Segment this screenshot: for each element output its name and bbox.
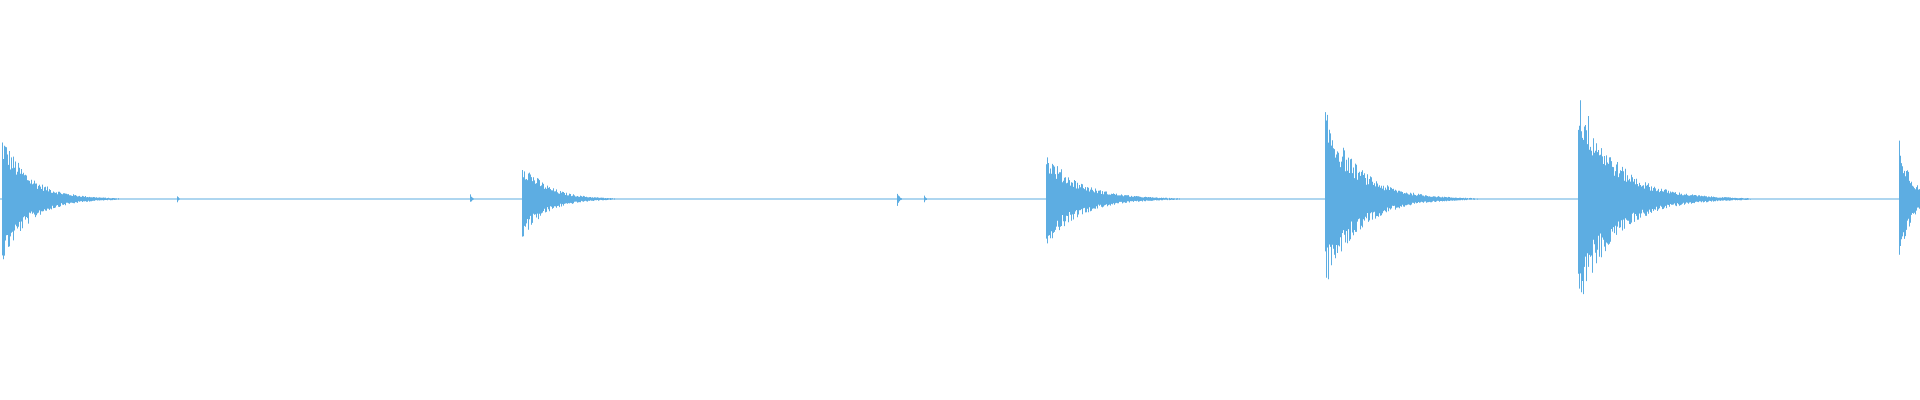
waveform-samples bbox=[2, 100, 1920, 295]
waveform-peaks bbox=[2, 100, 1920, 295]
